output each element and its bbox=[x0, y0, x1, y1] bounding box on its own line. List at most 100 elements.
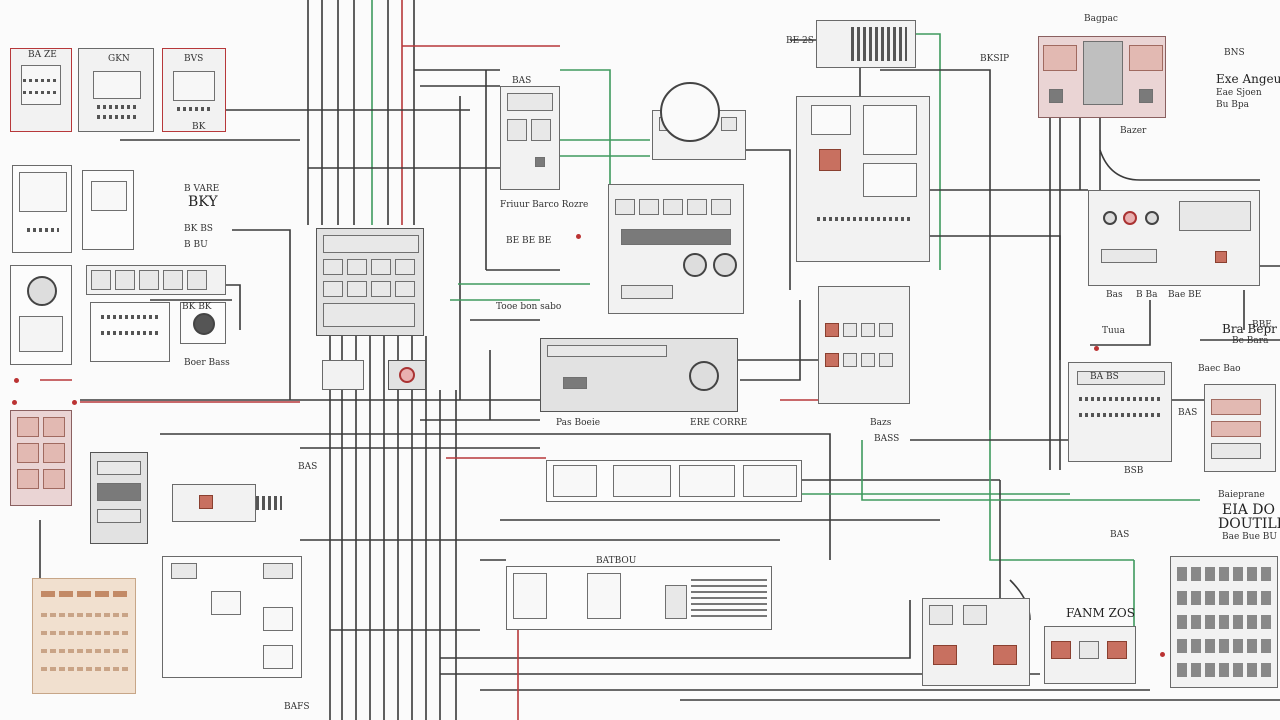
label-bkbk: BK BK bbox=[182, 302, 212, 312]
label-baecbao: Baec Bao bbox=[1198, 364, 1241, 374]
label-baebe: Bae BE bbox=[1168, 290, 1202, 300]
label-bvare: B VARE bbox=[184, 184, 220, 194]
wire-44 bbox=[740, 300, 801, 381]
label-baze: BA ZE bbox=[28, 50, 57, 60]
label-baebuebu: Bae Bue BU bbox=[1222, 532, 1277, 542]
label-batbou: BATBOU bbox=[596, 556, 637, 566]
label-bba: B Ba bbox=[1136, 290, 1158, 300]
label-tuua: Tuua bbox=[1102, 326, 1125, 336]
label-bas-motor: BAS bbox=[298, 462, 318, 472]
bottom-right-grid bbox=[1170, 556, 1278, 688]
label-bebara: Be Bara bbox=[1232, 336, 1269, 346]
label-bas-inverter: BAS bbox=[1178, 408, 1198, 418]
junction-dot bbox=[1160, 652, 1165, 657]
gauge-dial bbox=[660, 82, 720, 142]
top-left-panel-b bbox=[78, 48, 154, 132]
breaker-panel bbox=[818, 286, 910, 404]
label-bkbs: BK BS bbox=[184, 224, 213, 234]
output-panel-a bbox=[922, 598, 1030, 686]
label-bass: BASS bbox=[874, 434, 900, 444]
label-bns: BNS bbox=[1224, 48, 1245, 58]
output-panel-b bbox=[1044, 626, 1136, 684]
label-doutilet: DOUTILET bbox=[1218, 516, 1280, 532]
wire-64 bbox=[1099, 149, 1260, 181]
top-left-panel-a bbox=[10, 48, 72, 132]
wire-75 bbox=[1090, 300, 1151, 346]
label-bazs: Bazs bbox=[870, 418, 892, 428]
terminal-strip bbox=[546, 460, 802, 502]
junction-dot bbox=[576, 234, 581, 239]
junction-dot bbox=[12, 400, 17, 405]
wire-22 bbox=[560, 69, 611, 184]
wire-55 bbox=[440, 600, 911, 659]
small-junction-b bbox=[388, 360, 426, 390]
motor-connector bbox=[256, 496, 282, 510]
label-pasboeie: Pas Boeie bbox=[556, 418, 601, 428]
label-bas-small: Bas bbox=[1106, 290, 1123, 300]
label-babbe: BBE bbox=[1252, 320, 1272, 330]
small-junction-a bbox=[322, 360, 364, 390]
label-bas-grid: BAS bbox=[1110, 530, 1130, 540]
display-cabinet bbox=[796, 96, 930, 262]
wire-77 bbox=[226, 284, 241, 330]
drive-controller bbox=[1088, 190, 1260, 286]
label-babase: BA BS bbox=[1090, 372, 1119, 382]
label-baieprane: Baieprane bbox=[1218, 490, 1265, 500]
label-bebebe: BE BE BE bbox=[506, 236, 552, 246]
label-bas-tower: BAS bbox=[512, 76, 532, 86]
junction-dot bbox=[1094, 346, 1099, 351]
left-panel-i bbox=[180, 302, 226, 344]
label-bazer: Bazer bbox=[1120, 126, 1147, 136]
wire-46 bbox=[160, 433, 831, 560]
wire-76 bbox=[232, 229, 291, 400]
left-panel-g bbox=[86, 265, 226, 295]
top-right-rack bbox=[1038, 36, 1166, 118]
left-panel-d bbox=[12, 165, 72, 253]
left-panel-pink bbox=[10, 410, 72, 506]
label-eaesjoen: Eae Sjoen bbox=[1216, 88, 1262, 98]
junction-dot bbox=[14, 378, 19, 383]
main-control-panel bbox=[316, 228, 424, 336]
wire-70 bbox=[861, 440, 1200, 501]
control-console bbox=[608, 184, 744, 314]
label-tooe: Tooe bon sabo bbox=[496, 302, 562, 312]
label-bvs: BVS bbox=[184, 54, 204, 64]
label-friuur: Friuur Barco Rozre bbox=[500, 200, 589, 210]
label-gkn: GKN bbox=[108, 54, 130, 64]
label-bksip: BKSIP bbox=[980, 54, 1010, 64]
tan-schedule-panel bbox=[32, 578, 136, 694]
motor-module bbox=[172, 484, 256, 522]
label-erecorre: ERE CORRE bbox=[690, 418, 748, 428]
top-vent-unit bbox=[816, 20, 916, 68]
label-bagpac: Bagpac bbox=[1084, 14, 1118, 24]
label-bafs: BAFS bbox=[284, 702, 310, 712]
label-bbu: B BU bbox=[184, 240, 208, 250]
wire-65 bbox=[989, 430, 1134, 561]
left-panel-e bbox=[82, 170, 134, 250]
top-left-panel-c bbox=[162, 48, 226, 132]
label-be2s: BE 2S bbox=[786, 36, 814, 46]
left-panel-h bbox=[90, 302, 170, 362]
right-display-panel bbox=[1204, 384, 1276, 472]
label-bubpa: Bu Bpa bbox=[1216, 100, 1250, 110]
label-bk: BK bbox=[192, 122, 206, 132]
wire-26 bbox=[746, 149, 791, 290]
label-boerbass: Boer Bass bbox=[184, 358, 230, 368]
inverter-unit bbox=[1068, 362, 1172, 462]
label-bky: BKY bbox=[188, 194, 218, 210]
label-bsb: BSB bbox=[1124, 466, 1144, 476]
label-exeangeuu: Exe Angeuu bbox=[1216, 72, 1280, 86]
junction-dot bbox=[72, 400, 77, 405]
relay-board bbox=[506, 566, 772, 630]
cabinet-tower bbox=[500, 86, 560, 190]
bottom-left-panel bbox=[162, 556, 302, 678]
label-brabepr: Bra Bepr bbox=[1222, 322, 1277, 336]
left-panel-f bbox=[10, 265, 72, 365]
amplifier-unit bbox=[540, 338, 738, 412]
label-fanm: FANM ZOS bbox=[1066, 606, 1135, 620]
wire-32 bbox=[880, 69, 991, 430]
wire-34 bbox=[930, 235, 1061, 360]
label-eiado: EIA DO bbox=[1222, 502, 1276, 518]
wire-30 bbox=[916, 33, 941, 270]
